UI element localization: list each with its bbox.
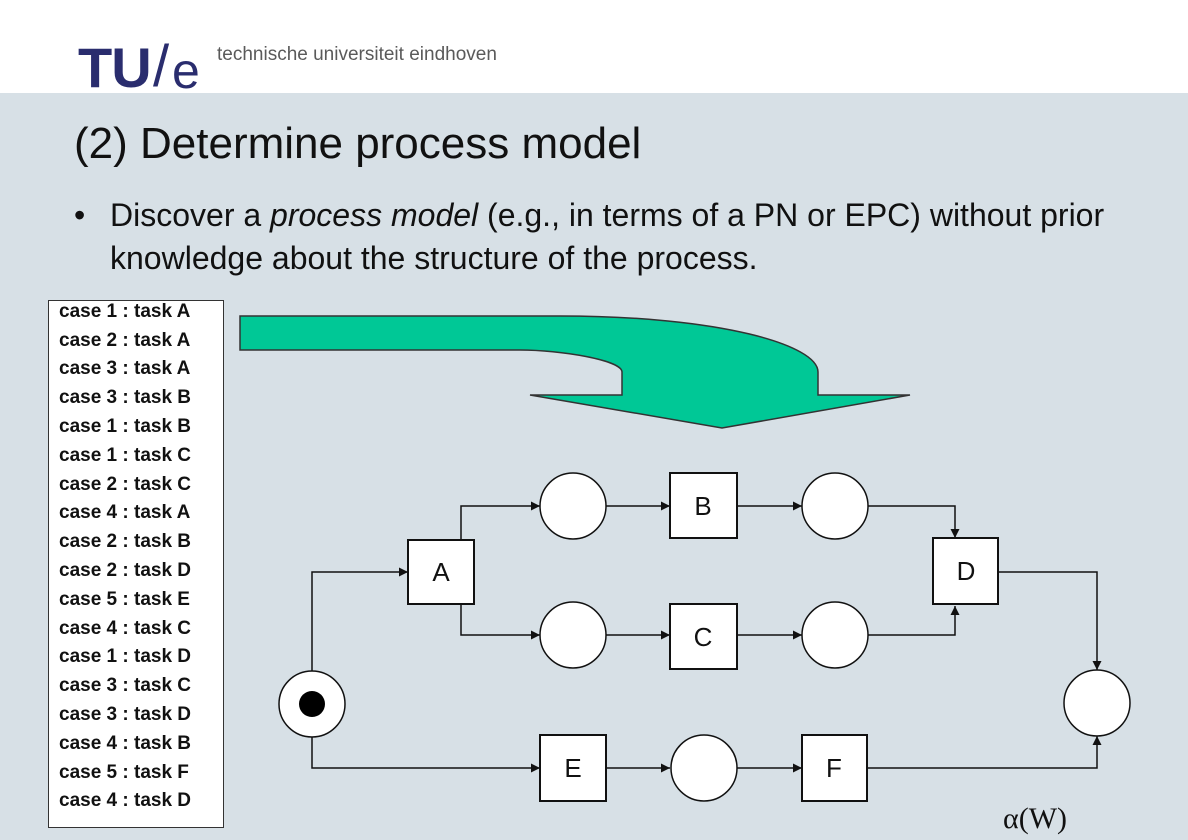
log-entry: case 4 : task D	[59, 790, 192, 811]
event-log: case 1 : task A case 2 : task A case 3 :…	[48, 300, 224, 828]
transition-a	[407, 539, 475, 605]
university-name: technische universiteit eindhoven	[217, 44, 497, 65]
arc-d-to-end	[998, 571, 1102, 670]
transition-d-label: D	[957, 556, 976, 586]
arc-a-to-p2	[460, 604, 540, 640]
arc-start-to-e	[311, 704, 540, 773]
transition-b	[669, 472, 738, 539]
log-entry: case 2 : task A	[59, 330, 191, 351]
log-entry: case 1 : task A	[59, 301, 191, 322]
place-end	[1063, 669, 1131, 737]
log-entry: case 2 : task D	[59, 560, 192, 581]
token	[299, 691, 325, 717]
alpha-label: α(W)	[1003, 802, 1068, 835]
transition-f	[801, 734, 868, 802]
arc-start-to-a	[311, 567, 408, 704]
bullet-text-post: (e.g., in terms of a PN or EPC) without …	[110, 197, 1105, 276]
transition-c-label: C	[694, 622, 713, 652]
discovery-arrow	[239, 315, 911, 429]
transition-c	[669, 603, 738, 670]
place-p4	[801, 601, 869, 669]
logo-e: e	[172, 43, 200, 99]
transition-e-label: E	[564, 753, 581, 783]
place-p3	[801, 472, 869, 540]
log-entry: case 4 : task C	[59, 618, 192, 639]
petri-places	[278, 472, 1131, 802]
transition-a-label: A	[432, 557, 450, 587]
log-entry: case 1 : task D	[59, 646, 192, 667]
place-p5	[670, 734, 738, 802]
transition-e	[539, 734, 607, 802]
bullet-text-emphasis: process model	[270, 197, 479, 233]
transition-d	[932, 537, 999, 605]
header: TU / e technische universiteit eindhoven	[0, 0, 1188, 99]
transition-f-label: F	[826, 753, 842, 783]
log-entry: case 2 : task C	[59, 474, 192, 495]
log-entry: case 3 : task A	[59, 358, 191, 379]
log-entry: case 3 : task D	[59, 704, 192, 725]
log-entry: case 2 : task B	[59, 531, 192, 552]
petri-transitions	[407, 472, 999, 802]
log-entry: case 1 : task B	[59, 416, 192, 437]
place-p1	[539, 472, 607, 540]
arc-p4-to-d	[868, 606, 960, 636]
arc-f-to-end	[867, 736, 1102, 769]
arc-p3-to-d	[868, 505, 960, 538]
bullet-text-pre: Discover a	[110, 197, 271, 233]
place-p2	[539, 601, 607, 669]
log-entry: case 3 : task B	[59, 387, 192, 408]
log-entry: case 5 : task F	[59, 762, 189, 783]
log-entry: case 5 : task E	[59, 589, 190, 610]
log-entry: case 3 : task C	[59, 675, 192, 696]
log-entry: case 1 : task C	[59, 445, 192, 466]
log-entry: case 4 : task A	[59, 502, 191, 523]
bullet-icon: •	[74, 197, 86, 233]
logo-tu: TU	[78, 36, 152, 99]
log-entry: case 4 : task B	[59, 733, 192, 754]
bullet-text: Discover a process model (e.g., in terms…	[110, 194, 1110, 280]
arc-a-to-p1	[460, 501, 540, 540]
transition-b-label: B	[694, 491, 711, 521]
slide-title: (2) Determine process model	[74, 119, 642, 168]
logo-slash: /	[153, 34, 170, 99]
